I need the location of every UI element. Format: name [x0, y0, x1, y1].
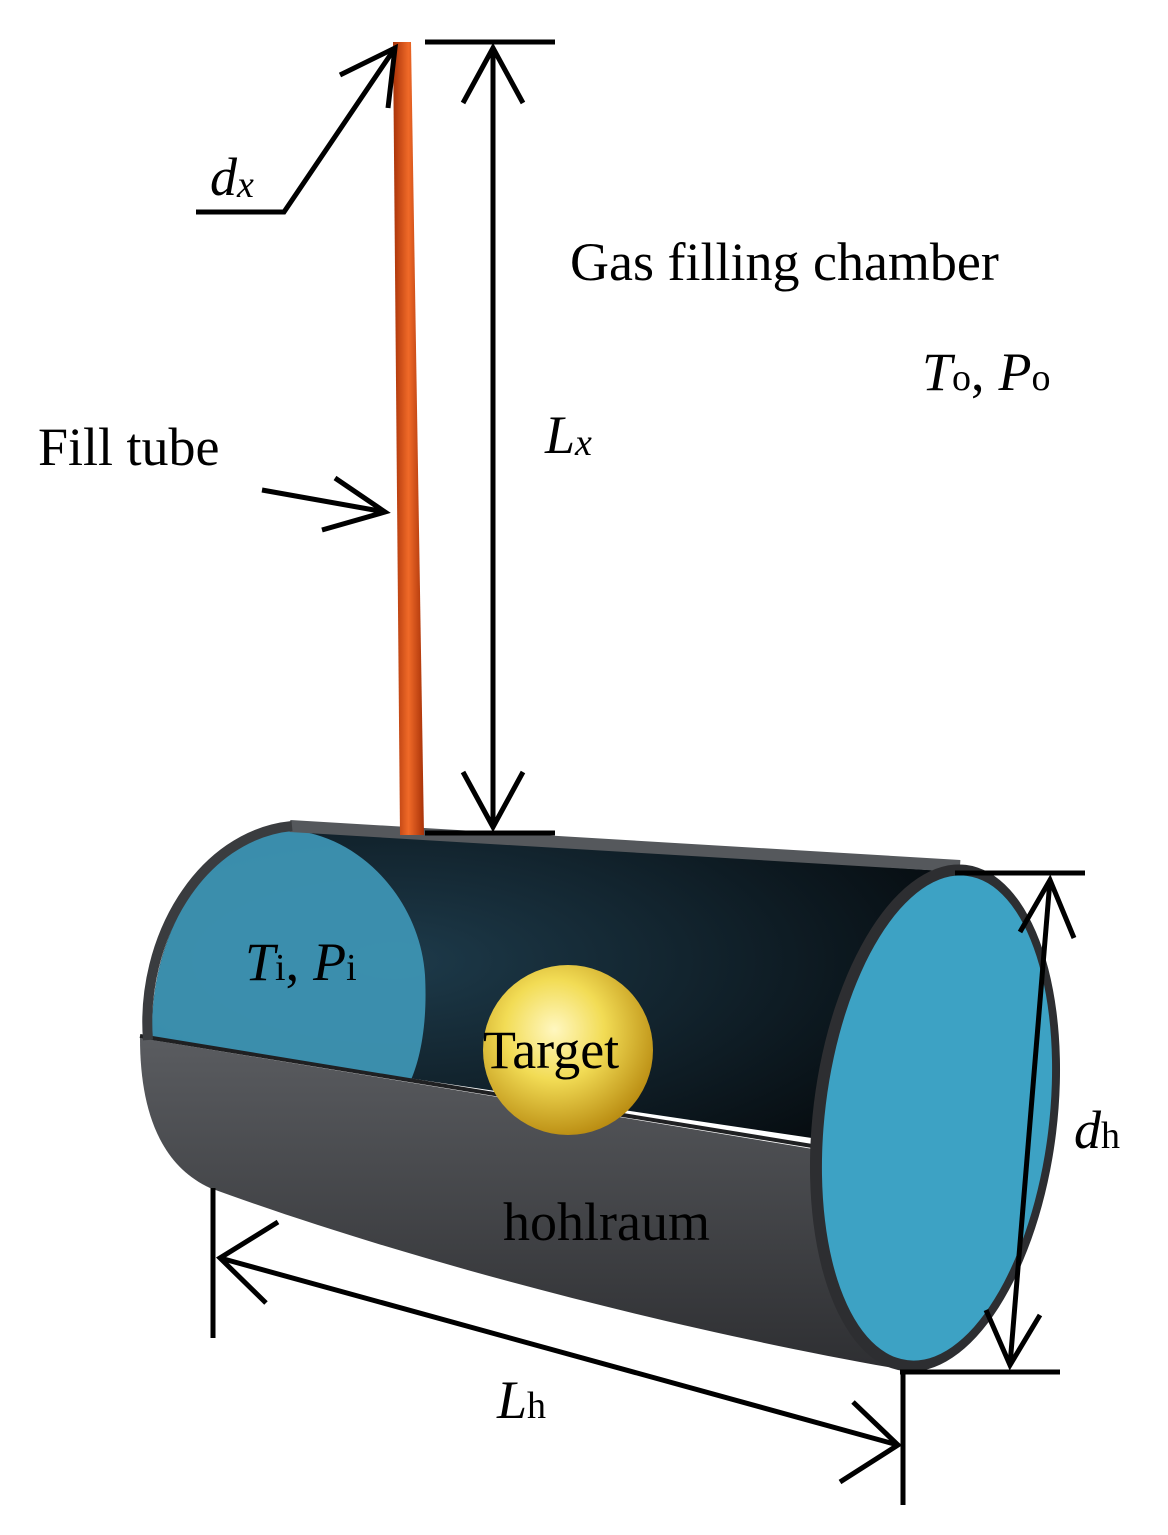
outer-pressure-symbol: P: [998, 342, 1032, 402]
target-label: Target: [483, 1020, 619, 1080]
target-sphere: [483, 965, 653, 1135]
outer-state-label: To,Po: [922, 342, 1051, 402]
lx-label: Lx: [544, 405, 592, 465]
dh-arrowhead-bottom: [983, 1309, 1043, 1371]
inner-temp-symbol: T: [245, 932, 279, 992]
lh-sub: h: [527, 1385, 546, 1427]
dh-sub: h: [1101, 1115, 1120, 1157]
lx-arrowhead-bottom: [460, 770, 526, 833]
inner-pressure-symbol: P: [312, 932, 346, 992]
chamber-label: Gas filling chamber: [570, 232, 999, 292]
dx-leader: [196, 43, 399, 215]
hohlraum-left-edge: [142, 821, 293, 1041]
dh-dimension: [900, 870, 1085, 1375]
fill-tube-label: Fill tube: [38, 417, 220, 477]
fill-tube-pointer: [261, 475, 391, 533]
dx-leader-line: [196, 46, 398, 215]
lx-main: L: [544, 405, 575, 465]
inner-pressure-sub: i: [346, 947, 357, 989]
outer-temp-sub: o: [952, 357, 971, 399]
inner-state-label: Ti,Pi: [245, 932, 357, 992]
lx-sub: x: [574, 422, 592, 464]
lx-arrowhead-top: [460, 42, 526, 105]
lh-arrowhead-right: [838, 1400, 903, 1485]
lh-main: L: [496, 1370, 527, 1430]
hohlraum-inner-end-wall: [151, 830, 426, 1082]
fill-tube-pointer-head: [321, 475, 391, 533]
fill-tube-pointer-line: [261, 487, 386, 515]
hohlraum-shell: [140, 1038, 910, 1370]
lh-arrow: [219, 1255, 899, 1448]
outer-pressure-sub: o: [1032, 357, 1051, 399]
lx-dimension: [425, 39, 555, 836]
outer-sep: ,: [971, 342, 985, 402]
lh-arrowhead-left: [215, 1219, 280, 1305]
dx-main: d: [210, 147, 238, 207]
dx-sub: x: [236, 164, 254, 206]
fill-tube: [393, 42, 424, 835]
dh-arrow: [1007, 879, 1053, 1366]
dx-arrowhead: [338, 43, 399, 109]
lh-label: Lh: [496, 1370, 546, 1430]
hohlraum-end-cap-face: [821, 875, 1053, 1361]
inner-sep: ,: [286, 932, 300, 992]
dx-label: dx: [210, 147, 254, 207]
dh-arrowhead-top: [1017, 874, 1077, 939]
lh-dimension: [210, 1188, 906, 1505]
hohlraum-label: hohlraum: [503, 1192, 710, 1252]
inner-temp-sub: i: [275, 947, 286, 989]
dh-main: d: [1074, 1100, 1102, 1160]
outer-temp-symbol: T: [922, 342, 956, 402]
dh-label: dh: [1074, 1100, 1120, 1160]
